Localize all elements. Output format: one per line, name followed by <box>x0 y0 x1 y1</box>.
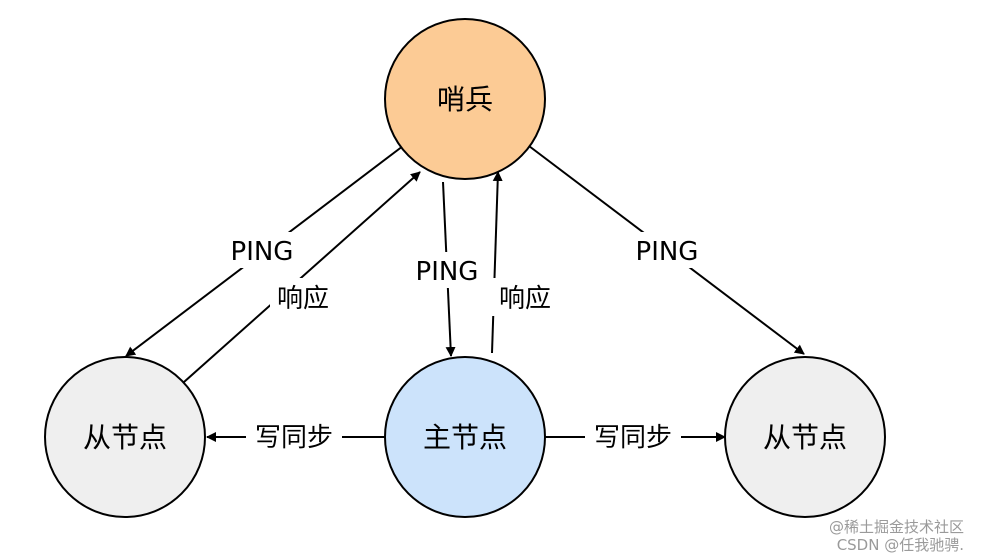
sentinel-circle <box>384 18 546 180</box>
master-label: 主节点 <box>423 421 507 454</box>
response-left-label: 响应 <box>277 284 329 314</box>
sentinel-label: 哨兵 <box>437 83 493 116</box>
slave-left-node: 从节点 <box>44 356 206 518</box>
sync-left-label: 写同步 <box>255 423 333 453</box>
sentinel-node: 哨兵 <box>384 18 546 180</box>
slave-left-label: 从节点 <box>83 421 167 454</box>
ping-left-label: PING <box>231 237 294 267</box>
slave-right-label: 从节点 <box>763 421 847 454</box>
ping-right-label: PING <box>636 237 699 267</box>
watermark: @稀土掘金技术社区 CSDN @任我驰骋. <box>829 518 964 554</box>
watermark-line-2: CSDN @任我驰骋. <box>836 536 964 554</box>
ping-master-label: PING <box>416 257 479 287</box>
watermark-line-1: @稀土掘金技术社区 <box>828 518 964 536</box>
slave-right-node: 从节点 <box>724 356 886 518</box>
sync-right-label: 写同步 <box>594 423 672 453</box>
slave-right-circle <box>724 356 886 518</box>
response-master-arrow <box>491 171 503 354</box>
master-circle <box>384 356 546 518</box>
response-master-label: 响应 <box>499 284 551 314</box>
slave-left-circle <box>44 356 206 518</box>
response-left-arrow <box>183 171 421 383</box>
master-node: 主节点 <box>384 356 546 518</box>
